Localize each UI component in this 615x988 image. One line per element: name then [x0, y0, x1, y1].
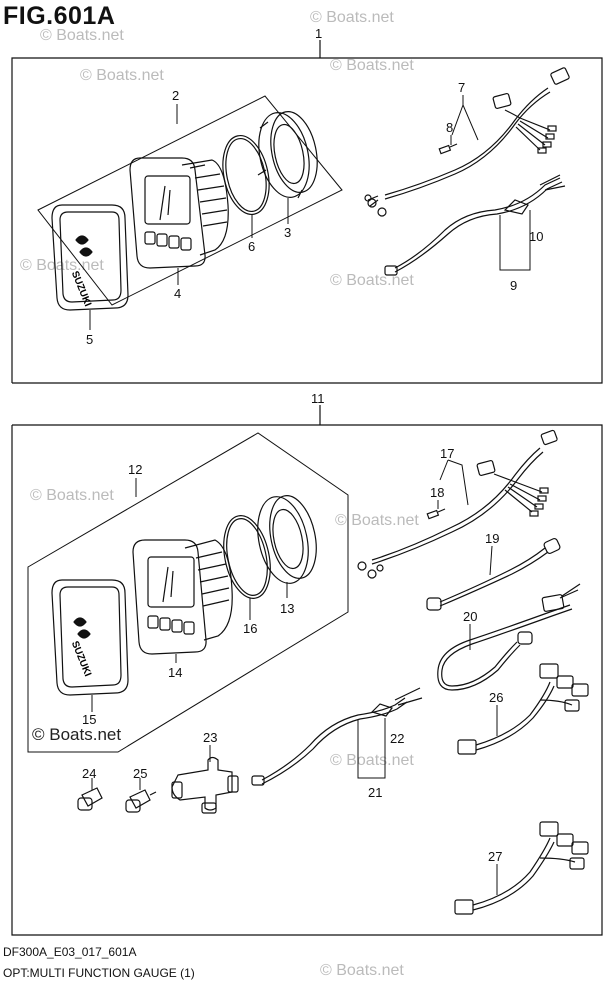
- callout-label[interactable]: 27: [488, 849, 502, 864]
- callout-label[interactable]: 19: [485, 531, 499, 546]
- callout-label[interactable]: 3: [284, 225, 291, 240]
- watermark: © Boats.net: [330, 752, 414, 769]
- drawing-code: DF300A_E03_017_601A: [3, 945, 137, 959]
- part-extension-harness[interactable]: [384, 174, 566, 276]
- callout-label[interactable]: 20: [463, 609, 477, 624]
- part-terminator-plug[interactable]: [125, 789, 157, 813]
- callout-label[interactable]: 14: [168, 665, 182, 680]
- leader-lines-9: [499, 210, 531, 271]
- figure-title: FIG.601A: [3, 2, 116, 30]
- part-wire-harness[interactable]: [364, 67, 570, 217]
- callout-label[interactable]: 16: [243, 621, 257, 636]
- callout-label[interactable]: 7: [458, 80, 465, 95]
- watermark-group: © Boats.net © Boats.net © Boats.net © Bo…: [20, 9, 419, 979]
- callout-label[interactable]: 9: [510, 278, 517, 293]
- part-gauge-cover[interactable]: [51, 579, 129, 696]
- callout-label[interactable]: 22: [390, 731, 404, 746]
- part-gauge-body[interactable]: [129, 157, 229, 269]
- callout-label[interactable]: 13: [280, 601, 294, 616]
- callout-label[interactable]: 17: [440, 446, 454, 461]
- watermark: © Boats.net: [40, 27, 124, 44]
- part-terminator-plug[interactable]: [77, 787, 103, 811]
- callout-label[interactable]: 10: [529, 229, 543, 244]
- callout-label[interactable]: 4: [174, 286, 181, 301]
- part-o-ring[interactable]: [217, 511, 278, 602]
- part-terminator-cable[interactable]: [437, 583, 581, 691]
- group-frame-11: [11, 405, 603, 936]
- part-screw[interactable]: [426, 508, 446, 520]
- callout-label[interactable]: 23: [203, 730, 217, 745]
- leader-lines-17: [439, 459, 469, 506]
- watermark: © Boats.net: [330, 57, 414, 74]
- callout-label[interactable]: 25: [133, 766, 147, 781]
- part-mounting-nut[interactable]: [250, 491, 323, 588]
- watermark: © Boats.net: [30, 487, 114, 504]
- watermark: © Boats.net: [335, 512, 419, 529]
- callout-label[interactable]: 1: [315, 26, 322, 41]
- watermark: © Boats.net: [330, 272, 414, 289]
- callout-label[interactable]: 15: [82, 712, 96, 727]
- watermark: © Boats.net: [310, 9, 394, 26]
- group-frame-1: [11, 40, 603, 384]
- callout-label[interactable]: 26: [489, 690, 503, 705]
- part-screw[interactable]: [438, 143, 458, 155]
- part-gauge-cover[interactable]: [51, 204, 129, 311]
- part-y-harness[interactable]: [457, 663, 589, 755]
- figure-caption: OPT:MULTI FUNCTION GAUGE (1): [3, 966, 195, 980]
- part-o-ring[interactable]: [216, 131, 276, 218]
- gauge-logo-text: SUZUKI: [69, 640, 93, 679]
- leader-lines-7: [451, 95, 479, 141]
- callout-label[interactable]: 12: [128, 462, 142, 477]
- callout-label[interactable]: 18: [430, 485, 444, 500]
- leader-lines-21: [357, 718, 386, 779]
- part-t-connector[interactable]: [171, 756, 239, 814]
- callout-label[interactable]: 21: [368, 785, 382, 800]
- part-y-harness[interactable]: [454, 821, 589, 915]
- callout-label[interactable]: 6: [248, 239, 255, 254]
- callout-label[interactable]: 5: [86, 332, 93, 347]
- part-wire-harness[interactable]: [357, 429, 558, 579]
- sub-group-12-outline: [27, 432, 349, 753]
- watermark: © Boats.net: [32, 725, 121, 744]
- watermark: © Boats.net: [80, 67, 164, 84]
- callout-label[interactable]: 24: [82, 766, 96, 781]
- callout-label[interactable]: 2: [172, 88, 179, 103]
- sub-group-2-outline: [37, 95, 343, 306]
- part-extension-harness[interactable]: [251, 687, 423, 786]
- callout-label[interactable]: 11: [311, 391, 325, 406]
- watermark: © Boats.net: [320, 962, 404, 979]
- callout-label[interactable]: 8: [446, 120, 453, 135]
- part-gauge-body[interactable]: [132, 539, 233, 655]
- part-network-cable[interactable]: [426, 537, 561, 611]
- part-mounting-nut[interactable]: [252, 107, 324, 202]
